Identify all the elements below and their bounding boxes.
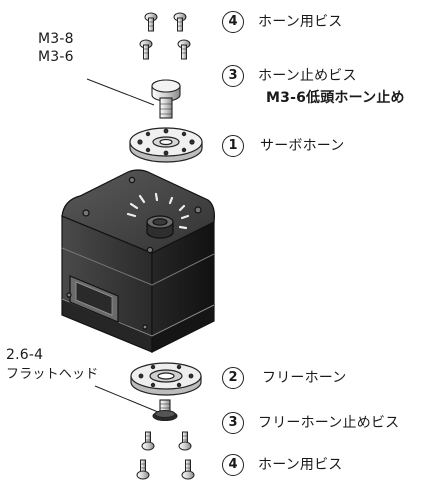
top-screw-set	[139, 12, 191, 60]
part-label: ホーン止めビス	[258, 68, 357, 84]
screw-icon	[141, 431, 155, 451]
screw-icon	[139, 39, 153, 60]
part-label: フリーホーン	[262, 370, 347, 386]
flat-head-screw	[152, 399, 178, 422]
part-number-badge: 3	[222, 65, 244, 87]
screw-icon	[144, 12, 158, 32]
leader-line	[94, 385, 159, 413]
horn-screw	[151, 79, 181, 119]
servo-body	[61, 169, 215, 353]
part-sublabel: M3-6低頭ホーン止め	[266, 90, 405, 106]
leader-line	[86, 78, 155, 106]
part-label: フリーホーン止めビス	[258, 415, 400, 431]
screw-icon	[178, 431, 192, 451]
part-label: ホーン用ビス	[258, 14, 343, 30]
bottom-screw-set	[136, 431, 195, 480]
part-number-badge: 1	[222, 135, 244, 157]
free-horn	[130, 362, 202, 396]
part-number-badge: 2	[222, 367, 244, 389]
screw-size-label-2: M3-6	[38, 49, 74, 65]
part-label: サーボホーン	[260, 138, 345, 154]
part-label: ホーン用ビス	[258, 457, 343, 473]
screw-icon	[136, 459, 150, 480]
screw-icon	[173, 12, 187, 32]
screw-icon	[181, 459, 195, 480]
part-number-badge: 3	[222, 412, 244, 434]
free-screw-type-label: フラットヘッド	[6, 367, 99, 382]
part-number-badge: 4	[222, 11, 244, 33]
servo-horn	[129, 127, 203, 163]
part-number-badge: 4	[222, 454, 244, 476]
screw-icon	[177, 39, 191, 60]
screw-size-label-1: M3-8	[38, 31, 74, 47]
free-screw-size-label: 2.6-4	[6, 347, 44, 363]
